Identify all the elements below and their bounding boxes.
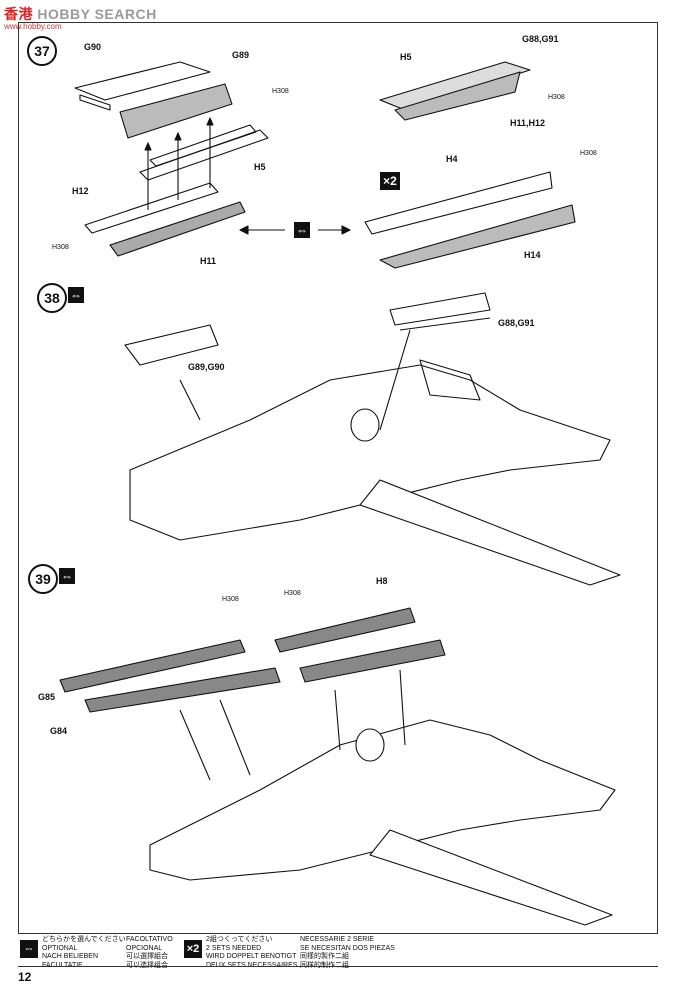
step-39-optional-icon: ⇔ — [59, 568, 75, 584]
part-h5 — [139, 129, 269, 181]
label-h308-b: H308 — [52, 244, 69, 251]
label-g89: G89 — [232, 50, 250, 60]
label-h4: H4 — [446, 154, 458, 164]
legend-sets: 2組つくってください 2 SETS NEEDED WIRD DOPPELT BE… — [206, 936, 298, 969]
part-g90 — [74, 61, 211, 101]
aircraft-38-body — [129, 364, 611, 541]
label-h12: H12 — [72, 186, 89, 196]
part-h4 — [364, 171, 553, 235]
legend-optional-2: FACOLTATIVO OPCIONAL 可以選擇組合 可以选择组合 — [126, 936, 173, 969]
label-h5-right: H5 — [400, 52, 412, 62]
label-g88-g91-38: G88,G91 — [498, 318, 535, 328]
label-h14: H14 — [524, 250, 541, 260]
part-g85 — [59, 639, 246, 693]
label-g88-g91-37: G88,G91 — [522, 34, 559, 44]
label-h5-left: H5 — [254, 162, 266, 172]
part-h8-b — [299, 639, 446, 683]
part-h11 — [109, 201, 246, 257]
part-h12 — [84, 182, 219, 234]
label-h11: H11 — [200, 256, 217, 266]
step-39-number: 39 — [28, 564, 58, 594]
legend-x2-icon: ×2 — [184, 940, 202, 958]
part-g84 — [84, 667, 281, 713]
label-h8: H8 — [376, 576, 388, 586]
step-37-number: 37 — [27, 36, 57, 66]
page-number: 12 — [18, 970, 32, 984]
optional-arrow-icon: ⇔ — [294, 222, 310, 238]
step-38-optional-icon: ⇔ — [68, 287, 84, 303]
part-g89-g90 — [124, 324, 219, 366]
watermark-url: www.hobby.com — [4, 22, 62, 31]
label-h308-d: H308 — [580, 150, 597, 157]
footer-line — [18, 966, 658, 967]
page-frame — [18, 22, 658, 934]
part-h14 — [379, 204, 576, 269]
watermark: 香港 HOBBY SEARCH — [4, 6, 157, 22]
two-sets-icon: ×2 — [380, 172, 400, 190]
label-g90: G90 — [84, 42, 102, 52]
label-h308-a: H308 — [272, 88, 289, 95]
label-h11-h12: H11,H12 — [510, 118, 546, 128]
part-g89 — [119, 83, 233, 139]
label-h308-f: H308 — [284, 590, 301, 597]
label-g89-g90: G89,G90 — [188, 362, 225, 372]
legend-optional-icon: ⇔ — [20, 940, 38, 958]
part-g88-g91 — [389, 292, 491, 326]
part-h5-assembly — [379, 61, 531, 111]
legend-optional: どちらかを選んでください OPTIONAL NACH BELIEBEN FACU… — [42, 936, 126, 969]
label-h308-c: H308 — [548, 94, 565, 101]
label-g85: G85 — [38, 692, 56, 702]
part-h8-a — [274, 607, 416, 653]
label-h308-e: H308 — [222, 596, 239, 603]
label-g84: G84 — [50, 726, 68, 736]
step-38-number: 38 — [37, 283, 67, 313]
legend-sets-2: NECESSARIE 2 SERIE SE NECESITAN DOS PIEZ… — [300, 936, 395, 969]
